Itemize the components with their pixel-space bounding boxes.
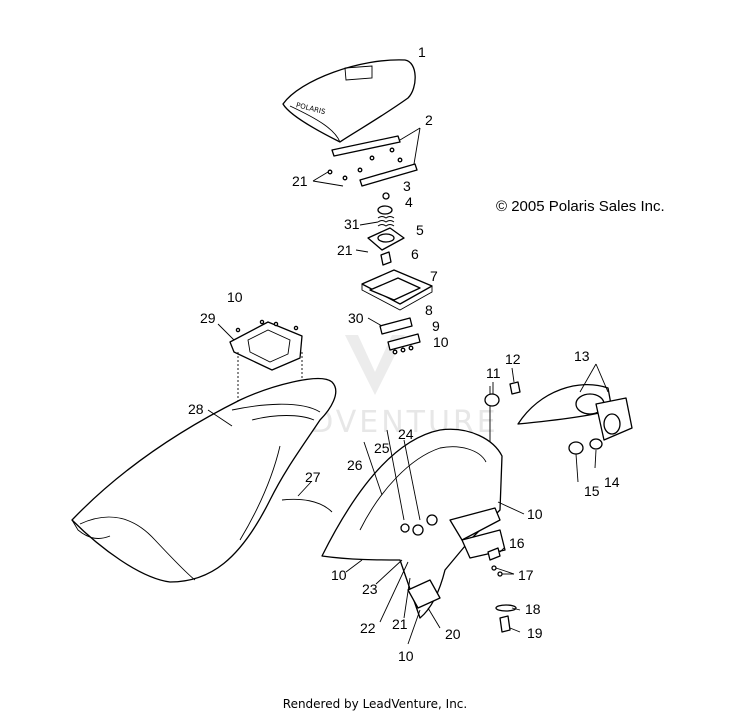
callout-28: 28 [188,401,204,417]
footer-credit: Rendered by LeadVenture, Inc. [282,697,468,711]
callout-24: 24 [398,426,414,442]
part-13-taillight [517,384,633,441]
latch-hardware [367,317,421,355]
callout-10: 10 [433,334,449,350]
callout-29: 29 [200,310,216,326]
callout-21: 21 [392,616,408,632]
callout-16: 16 [509,535,525,551]
part-2-strips [331,127,421,187]
callouts: 1 2 21 3 4 31 5 21 6 7 10 29 30 8 9 10 1… [188,44,620,664]
part-1-cover: POLARIS [282,59,416,143]
callout-15: 15 [584,483,600,499]
part-7-bracket [361,269,433,311]
callout-13: 13 [574,348,590,364]
latch-stack [355,192,405,266]
callout-3: 3 [403,178,411,194]
callout-11: 11 [486,365,501,381]
callout-21: 21 [337,242,353,258]
callout-10: 10 [227,289,243,305]
part-27-cable [281,481,333,513]
callout-23: 23 [362,581,378,597]
copyright-notice: © 2005 Polaris Sales Inc. [496,198,665,215]
callout-10: 10 [331,567,347,583]
callout-8: 8 [425,302,433,318]
part-20-fender [321,428,506,619]
small-parts-right [484,363,609,483]
callout-27: 27 [305,469,321,485]
callout-10: 10 [527,506,543,522]
callout-26: 26 [347,457,363,473]
callout-19: 19 [527,625,543,641]
callout-5: 5 [416,222,424,238]
callout-20: 20 [445,626,461,642]
callout-9: 9 [432,318,440,334]
callout-6: 6 [411,246,419,262]
callout-2: 2 [425,112,433,128]
callout-17: 17 [518,567,534,583]
callout-21: 21 [292,173,308,189]
callout-1: 1 [418,44,426,60]
callout-10: 10 [398,648,414,664]
small-parts-lower [487,547,521,633]
callout-7: 7 [430,268,438,284]
rivets-21-top [312,147,403,187]
callout-14: 14 [604,474,620,490]
callout-25: 25 [374,440,390,456]
callout-31: 31 [344,216,360,232]
callout-22: 22 [360,620,376,636]
callout-4: 4 [405,194,413,210]
part-29-frame [217,319,303,371]
callout-18: 18 [525,601,541,617]
callout-30: 30 [348,310,364,326]
part-28-seat [71,378,337,583]
callout-12: 12 [505,351,521,367]
leaders-lower [207,409,525,645]
